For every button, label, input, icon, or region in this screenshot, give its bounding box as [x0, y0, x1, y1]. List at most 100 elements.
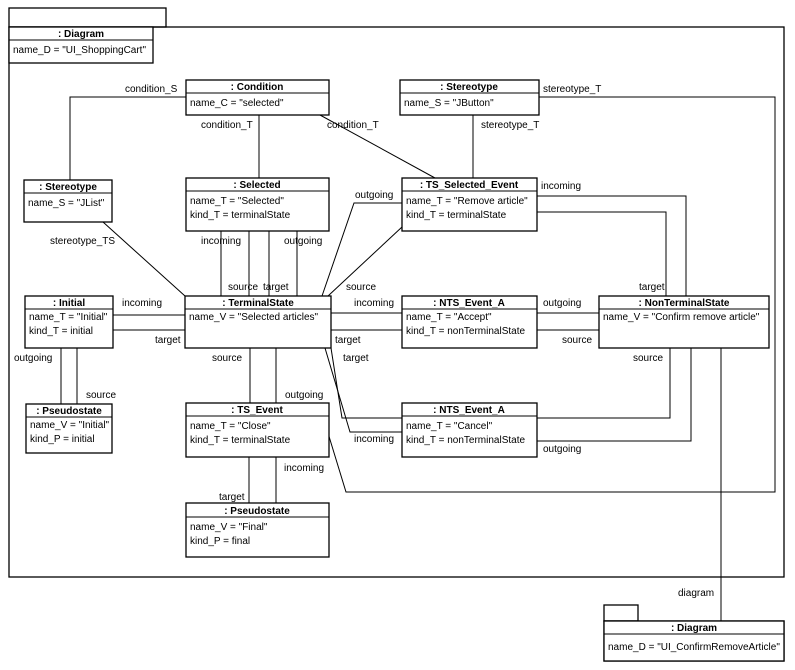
- object-nts-event-accept[interactable]: : NTS_Event_A name_T = "Accept" kind_T =…: [401, 295, 538, 349]
- role-outgoing-initial: outgoing: [14, 353, 52, 364]
- role-source-tsevent: source: [212, 353, 242, 364]
- object-attribute: name_T = "Close": [190, 421, 271, 432]
- role-stereotype-t-top: stereotype_T: [543, 84, 601, 95]
- role-outgoing-tsevent: outgoing: [285, 390, 323, 401]
- link-tse-incoming: [527, 195, 687, 296]
- role-incoming-tse: incoming: [541, 181, 581, 192]
- role-source-cancel: source: [633, 353, 663, 364]
- object-attribute: kind_T = initial: [29, 326, 93, 337]
- object-initial[interactable]: : Initial name_T = "Initial" kind_T = in…: [24, 295, 114, 349]
- object-attribute: name_T = "Initial": [29, 312, 108, 323]
- object-diagram-ui-confirm-remove[interactable]: : Diagram name_D = "UI_ConfirmRemoveArti…: [603, 620, 785, 662]
- object-nts-event-cancel[interactable]: : NTS_Event_A name_T = "Cancel" kind_T =…: [401, 402, 538, 458]
- role-source-accept: source: [562, 335, 592, 346]
- link-stereotype-ts: [102, 221, 186, 297]
- object-diagram-ui-shopping-cart[interactable]: : Diagram name_D = "UI_ShoppingCart": [8, 26, 154, 64]
- role-target-accept: target: [335, 335, 361, 346]
- object-pseudostate-final[interactable]: : Pseudostate name_V = "Final" kind_P = …: [185, 502, 330, 558]
- role-target-tse: target: [639, 282, 665, 293]
- role-incoming-cancel: incoming: [354, 434, 394, 445]
- role-source-initial: source: [86, 390, 116, 401]
- object-title: : TS_Selected_Event: [420, 180, 519, 191]
- object-title: : Pseudostate: [224, 506, 290, 517]
- object-attribute: name_V = "Final": [190, 522, 268, 533]
- object-title: : NTS_Event_A: [433, 405, 505, 416]
- object-attribute: name_S = "JButton": [404, 98, 494, 109]
- role-source-selected: source: [228, 282, 258, 293]
- role-condition-t-right: condition_T: [327, 120, 379, 131]
- object-attribute: name_V = "Selected articles": [189, 312, 319, 323]
- object-attribute: name_V = "Initial": [30, 420, 110, 431]
- object-title: : Diagram: [671, 623, 717, 634]
- object-ts-event[interactable]: : TS_Event name_T = "Close" kind_T = ter…: [185, 402, 330, 458]
- link-condition-t-tse: [319, 114, 436, 179]
- object-title: : Condition: [231, 82, 284, 93]
- object-terminal-state[interactable]: : TerminalState name_V = "Selected artic…: [184, 295, 332, 349]
- object-title: : Selected: [233, 180, 280, 191]
- link-cancel-target: [330, 347, 402, 419]
- object-attribute: kind_T = nonTerminalState: [406, 326, 525, 337]
- object-attribute: name_T = "Cancel": [406, 421, 493, 432]
- object-selected[interactable]: : Selected name_T = "Selected" kind_T = …: [185, 177, 330, 232]
- object-attribute: kind_T = terminalState: [190, 210, 291, 221]
- object-attribute: name_S = "JList": [28, 198, 105, 209]
- object-attribute: name_T = "Accept": [406, 312, 492, 323]
- object-attribute: kind_T = terminalState: [406, 210, 507, 221]
- role-stereotype-ts: stereotype_TS: [50, 236, 115, 247]
- object-title: : Diagram: [58, 29, 104, 40]
- object-attribute: name_V = "Confirm remove article": [603, 312, 760, 323]
- object-pseudostate-initial[interactable]: : Pseudostate name_V = "Initial" kind_P …: [25, 403, 113, 454]
- role-incoming-selected: incoming: [201, 236, 241, 247]
- object-attribute: kind_T = nonTerminalState: [406, 435, 525, 446]
- role-outgoing-tse: outgoing: [355, 190, 393, 201]
- link-stereotype-t-global: [323, 96, 776, 493]
- object-attribute: kind_P = initial: [30, 434, 95, 445]
- object-attribute: name_C = "selected": [190, 98, 284, 109]
- link-tse-source: [327, 226, 403, 297]
- object-title: : NTS_Event_A: [433, 298, 505, 309]
- object-attribute: kind_T = terminalState: [190, 435, 291, 446]
- object-title: : Stereotype: [440, 82, 498, 93]
- role-diagram: diagram: [678, 588, 714, 599]
- role-labels: condition_S condition_T condition_T ster…: [14, 84, 714, 599]
- object-condition[interactable]: : Condition name_C = "selected": [185, 79, 330, 116]
- object-attribute: name_D = "UI_ShoppingCart": [13, 45, 146, 56]
- object-stereotype-jlist[interactable]: : Stereotype name_S = "JList": [23, 179, 113, 223]
- object-title: : Stereotype: [39, 182, 97, 193]
- object-attribute: name_D = "UI_ConfirmRemoveArticle": [608, 642, 780, 653]
- link-tse-outgoing: [321, 202, 402, 297]
- object-attribute: name_T = "Remove article": [406, 196, 528, 207]
- role-condition-s: condition_S: [125, 84, 178, 95]
- object-attribute: name_T = "Selected": [190, 196, 284, 207]
- object-attribute: kind_P = final: [190, 536, 250, 547]
- object-non-terminal-state[interactable]: : NonTerminalState name_V = "Confirm rem…: [598, 295, 770, 349]
- role-target-selected: target: [263, 282, 289, 293]
- link-condition-s: [69, 96, 186, 180]
- link-tse-target: [527, 211, 667, 296]
- link-cancel-source: [537, 348, 671, 419]
- role-source-tse: source: [346, 282, 376, 293]
- object-title: : Pseudostate: [36, 406, 102, 417]
- link-cancel-incoming: [324, 347, 402, 433]
- object-title: : Initial: [53, 298, 85, 309]
- object-title: : TS_Event: [231, 405, 283, 416]
- link-cancel-outgoing: [537, 348, 692, 442]
- object-ts-selected-event[interactable]: : TS_Selected_Event name_T = "Remove art…: [401, 177, 538, 232]
- role-outgoing-cancel: outgoing: [543, 444, 581, 455]
- role-outgoing-selected: outgoing: [284, 236, 322, 247]
- object-stereotype-jbutton[interactable]: : Stereotype name_S = "JButton": [399, 79, 540, 116]
- object-title: : TerminalState: [222, 298, 294, 309]
- role-target-initial: target: [155, 335, 181, 346]
- role-incoming-tsevent: incoming: [284, 463, 324, 474]
- role-incoming-accept: incoming: [354, 298, 394, 309]
- links: [60, 96, 776, 621]
- role-target-tsevent: target: [219, 492, 245, 503]
- role-incoming-initial: incoming: [122, 298, 162, 309]
- object-title: : NonTerminalState: [639, 298, 730, 309]
- role-outgoing-accept: outgoing: [543, 298, 581, 309]
- role-stereotype-t-mid: stereotype_T: [481, 120, 539, 131]
- role-target-cancel: target: [343, 353, 369, 364]
- role-condition-t-left: condition_T: [201, 120, 253, 131]
